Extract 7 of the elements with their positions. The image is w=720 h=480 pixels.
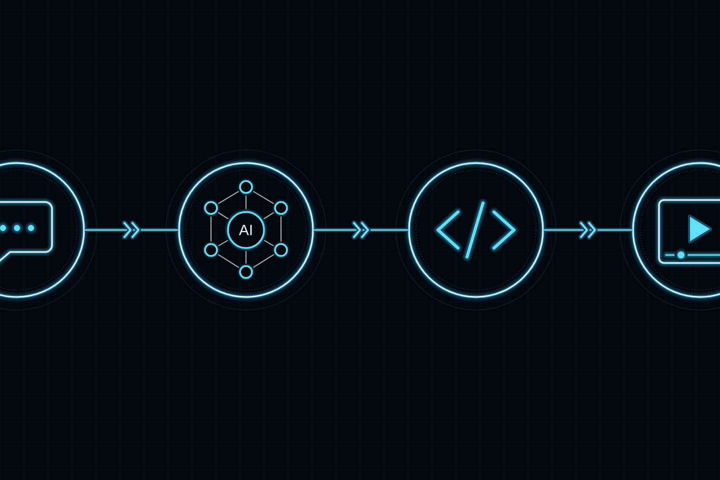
step-circle xyxy=(404,158,548,302)
step-circle xyxy=(0,158,88,302)
step-circle xyxy=(174,158,318,302)
arrow xyxy=(544,220,632,240)
step-circle xyxy=(628,158,720,302)
arrow xyxy=(314,220,408,240)
arrow xyxy=(84,220,178,240)
